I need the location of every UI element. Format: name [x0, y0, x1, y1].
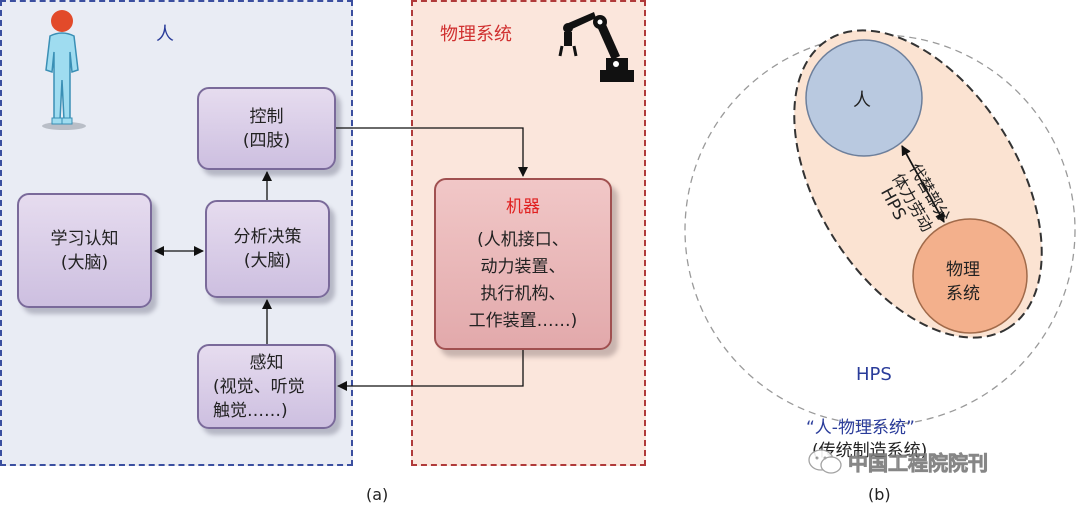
- learning-box-line2: (大脑): [60, 252, 109, 273]
- machine-box-line3: 执行机构、: [480, 283, 566, 304]
- learning-box-line1: 学习认知: [50, 228, 119, 249]
- perception-box-line2: (视觉、听觉: [213, 376, 305, 397]
- watermark-text: 中国工程院院刊: [848, 451, 989, 476]
- control-limbs-box: 控制 (四肢): [197, 87, 336, 170]
- machine-box-line2: 动力装置、: [480, 256, 566, 277]
- outer-hps-label: HPS: [856, 364, 892, 385]
- machine-box-title: 机器: [506, 196, 540, 217]
- hps-description-line1: “人-物理系统”: [806, 418, 915, 438]
- human-circle-label: 人: [853, 90, 871, 111]
- machine-box-line1: (人机接口、: [477, 229, 569, 250]
- hps-description-line2: (传统制造系统): [812, 441, 928, 461]
- control-to-machine-arrow: [336, 127, 528, 177]
- human-figure-icon: [42, 10, 86, 130]
- physical-circle-label-line2: 系统: [946, 284, 980, 304]
- control-box-line2: (四肢): [242, 130, 291, 151]
- machine-box-line4: 工作装置……): [468, 310, 578, 331]
- physical-circle-label-line1: 物理: [946, 260, 980, 280]
- physical-panel-title: 物理系统: [440, 24, 512, 45]
- perception-box-line1: 感知: [249, 352, 284, 373]
- watermark: 中国工程院院刊: [808, 447, 988, 476]
- physical-circle-label: 物理 系统: [946, 258, 980, 306]
- analysis-box-line2: (大脑): [243, 251, 292, 271]
- robot-arm-icon: [558, 12, 634, 82]
- wechat-icon: [808, 448, 842, 474]
- human-physical-bidirectional-arrow: [901, 145, 945, 223]
- human-panel-title: 人: [156, 24, 174, 45]
- perception-box: 感知 (视觉、听觉 触觉……): [197, 344, 336, 429]
- machine-to-perception-arrow: [337, 350, 524, 391]
- perception-box-line3: 触觉……): [213, 400, 288, 421]
- panel-a-caption: (a): [366, 485, 389, 504]
- analysis-decision-box: 分析决策 (大脑): [205, 200, 330, 298]
- machine-box: 机器 (人机接口、 动力装置、 执行机构、 工作装置……): [434, 178, 612, 350]
- human-circle: [805, 39, 923, 157]
- learning-cognition-box: 学习认知 (大脑): [17, 193, 152, 308]
- physical-system-circle: [912, 218, 1028, 334]
- panel-b-caption: (b): [868, 485, 891, 504]
- analysis-box-line1: 分析决策: [233, 227, 302, 247]
- control-box-line1: 控制: [249, 106, 284, 127]
